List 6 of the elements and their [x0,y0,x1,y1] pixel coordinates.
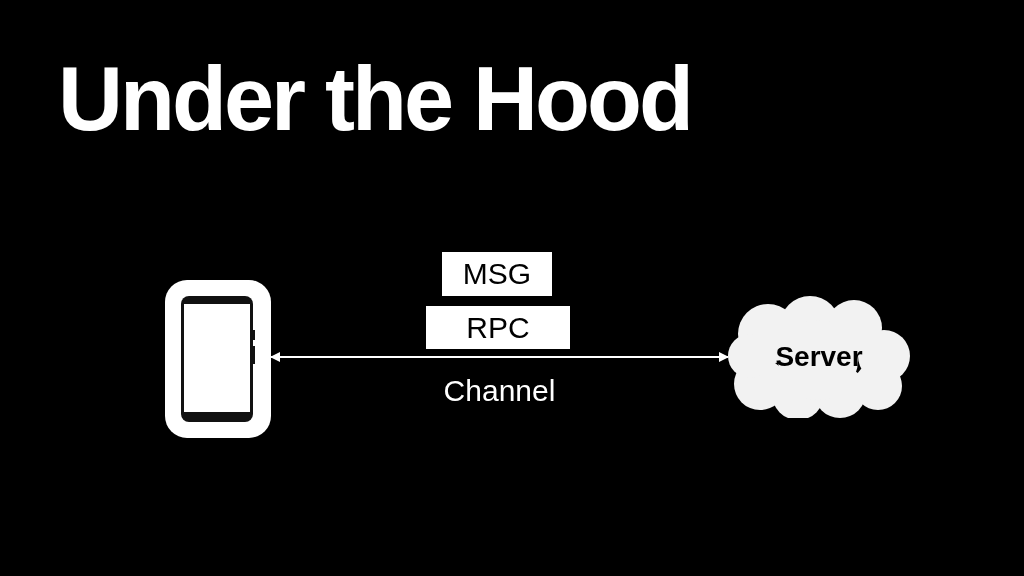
node-label: Server [775,341,863,373]
label-box: RPC [426,306,570,349]
edge-label: Channel [443,374,556,408]
double-arrow [270,352,729,362]
label-box: MSG [442,252,552,296]
title: Under the Hood [58,50,692,149]
